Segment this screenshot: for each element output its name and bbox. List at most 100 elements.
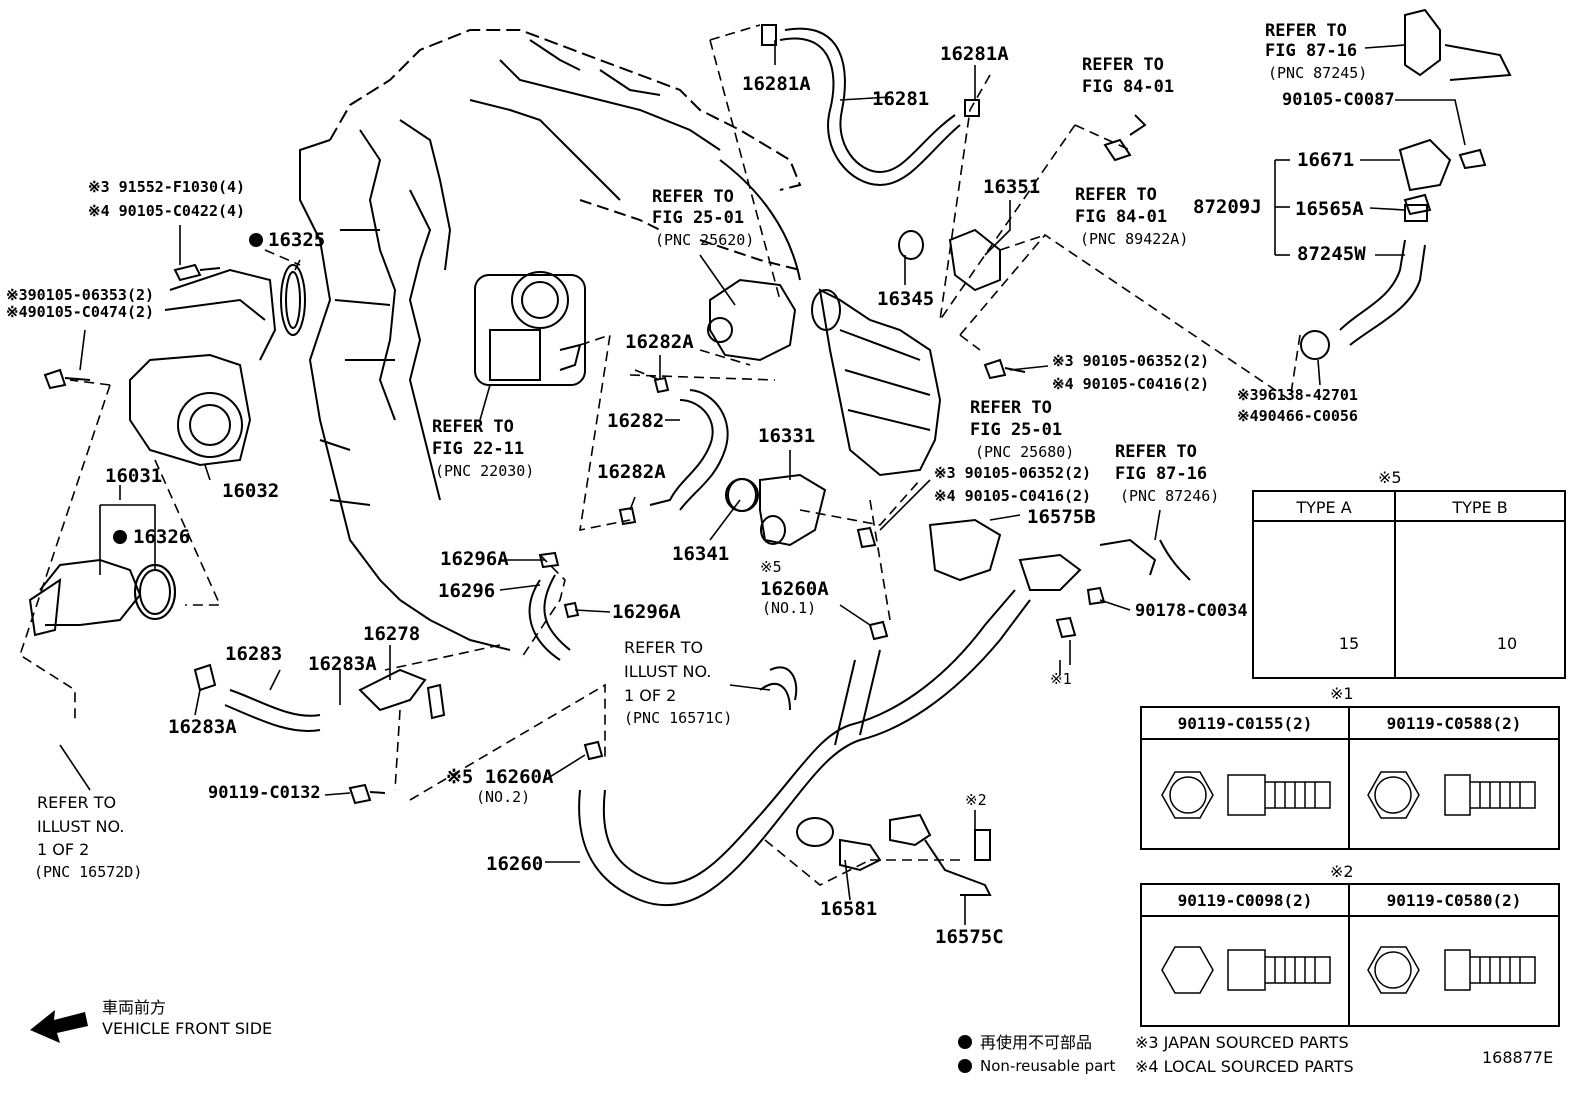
label-16296: 16296 xyxy=(438,580,496,602)
ref-fig8401b-line1: REFER TO xyxy=(1075,185,1157,205)
label-note4-90105-C0422: ※4 90105-C0422(4) xyxy=(88,202,246,220)
label-note1-mark: ※1 xyxy=(1050,670,1072,688)
table-bolts-note2: 90119-C0098(2) 90119-C0580(2) xyxy=(1140,883,1560,1027)
water-inlet-housing-drawing xyxy=(129,264,306,467)
table5-type-a: TYPE A xyxy=(1296,498,1352,517)
label-16565A: 16565A xyxy=(1295,198,1364,220)
table1-mark: ※1 xyxy=(1330,684,1354,703)
label-16331: 16331 xyxy=(758,425,816,447)
ref-illust-b-line3: 1 OF 2 xyxy=(37,840,90,859)
ref-illust-b-line2: ILLUST NO. xyxy=(37,817,125,836)
ref-illust-a-line2: ILLUST NO. xyxy=(624,662,712,681)
ref-illust-b-line4: (PNC 16572D) xyxy=(34,863,143,881)
label-16283: 16283 xyxy=(225,643,283,665)
label-16351: 16351 xyxy=(983,176,1041,198)
label-no1: (NO.1) xyxy=(762,599,817,617)
label-note4-90466: ※490466-C0056 xyxy=(1237,407,1358,425)
label-16296A-right: 16296A xyxy=(612,601,681,623)
vehicle-front-arrow xyxy=(30,1010,88,1043)
label-90178-C0034: 90178-C0034 xyxy=(1135,601,1248,621)
ref-fig8401b-line2: FIG 84-01 xyxy=(1075,207,1168,227)
label-16581: 16581 xyxy=(820,898,878,920)
label-16260A-no1: 16260A xyxy=(760,578,829,600)
ref-illust-a-line4: (PNC 16571C) xyxy=(624,709,733,727)
bolt-detail-drawings xyxy=(1161,771,1536,994)
ref-fig2211-line2: FIG 22-11 xyxy=(432,439,525,459)
vehicle-front-jp: 車両前方 xyxy=(102,998,167,1017)
ref-fig8401b-line3: (PNC 89422A) xyxy=(1080,230,1189,248)
table5-type-b: TYPE B xyxy=(1452,498,1508,517)
ref-fig8716a-line3: (PNC 87245) xyxy=(1268,64,1368,82)
label-note5-mark: ※5 xyxy=(760,558,782,576)
label-16671: 16671 xyxy=(1297,149,1355,171)
label-16032: 16032 xyxy=(222,480,280,502)
label-16341: 16341 xyxy=(672,543,730,565)
legend-note3: ※3 JAPAN SOURCED PARTS xyxy=(1135,1033,1349,1052)
label-16281: 16281 xyxy=(872,88,930,110)
table5-mark: ※5 xyxy=(1378,468,1402,487)
label-note3-91552: ※3 91552-F1030(4) xyxy=(88,178,246,196)
label-16283A-top: 16283A xyxy=(308,653,377,675)
ref-illust-b-line1: REFER TO xyxy=(37,793,117,812)
ref-fig8401-line2: FIG 84-01 xyxy=(1082,77,1175,97)
ref-illust-a-line3: 1 OF 2 xyxy=(624,686,677,705)
hose-16260-drawing xyxy=(578,589,1031,907)
throttle-body-drawing xyxy=(474,271,586,386)
label-16326: 16326 xyxy=(133,526,191,548)
bracket-16575b-drawing xyxy=(928,518,1191,591)
legend-note4: ※4 LOCAL SOURCED PARTS xyxy=(1135,1057,1354,1076)
ref-fig2211-line3: (PNC 22030) xyxy=(435,462,535,480)
vehicle-front-en: VEHICLE FRONT SIDE xyxy=(102,1019,273,1038)
table2-col1: 90119-C0098(2) xyxy=(1177,891,1313,910)
hose-16281-drawing xyxy=(761,24,980,187)
label-87245W: 87245W xyxy=(1297,243,1366,265)
ref-fig8716a-line1: REFER TO xyxy=(1265,21,1347,41)
label-16281A-top: 16281A xyxy=(742,73,811,95)
ref-fig8716b-line1: REFER TO xyxy=(1115,442,1197,462)
engine-block-drawing xyxy=(299,29,802,651)
ref-illust-a-line1: REFER TO xyxy=(624,638,704,657)
label-16345: 16345 xyxy=(877,288,935,310)
egr-cooler-drawing xyxy=(811,288,942,477)
ref-fig8716a-line2: FIG 87-16 xyxy=(1265,41,1358,61)
label-note3-90105-06352-b: ※3 90105-06352(2) xyxy=(934,464,1092,482)
ref-fig2501b-line2: FIG 25-01 xyxy=(970,420,1063,440)
label-16031: 16031 xyxy=(105,465,163,487)
ref-fig2501a-line1: REFER TO xyxy=(652,187,734,207)
bolts-drawing xyxy=(43,114,1487,805)
label-note3-90105-06352-a: ※3 90105-06352(2) xyxy=(1052,352,1210,370)
clamp-sensor-drawing xyxy=(796,813,992,896)
dashed-leaders xyxy=(19,24,1301,886)
ref-fig2501a-line2: FIG 25-01 xyxy=(652,208,745,228)
ref-fig8716b-line2: FIG 87-16 xyxy=(1115,464,1208,484)
label-16325: 16325 xyxy=(268,229,326,251)
label-16575C: 16575C xyxy=(935,926,1004,948)
table2-mark: ※2 xyxy=(1330,862,1354,881)
table2-col2: 90119-C0580(2) xyxy=(1386,891,1522,910)
label-90105-C0087: 90105-C0087 xyxy=(1282,90,1395,110)
label-16278: 16278 xyxy=(363,623,421,645)
legend-non-reusable-jp: 再使用不可部品 xyxy=(980,1033,1093,1052)
label-note5-16260A-no2: ※5 16260A xyxy=(446,766,554,788)
ref-fig2211-line1: REFER TO xyxy=(432,417,514,437)
label-16282A-top: 16282A xyxy=(625,331,694,353)
table1-col1: 90119-C0155(2) xyxy=(1177,714,1313,733)
label-no2: (NO.2) xyxy=(476,788,531,806)
table-bolts-note1: 90119-C0155(2) 90119-C0588(2) xyxy=(1140,706,1560,850)
non-reusable-dots xyxy=(113,233,972,1073)
table5-dim-a: 15 xyxy=(1338,634,1360,653)
ref-fig2501b-line3: (PNC 25680) xyxy=(975,443,1075,461)
ref-fig8401-line1: REFER TO xyxy=(1082,55,1164,75)
water-outlet-drawing xyxy=(28,558,176,637)
table-clip-types: TYPE A TYPE B 15 10 xyxy=(1252,490,1566,679)
label-16296A-top: 16296A xyxy=(440,548,509,570)
solid-leaders xyxy=(59,40,1466,925)
label-note4-90105-C0474: ※490105-C0474(2) xyxy=(6,303,155,321)
label-16281A-right: 16281A xyxy=(940,43,1009,65)
label-16282A-bottom: 16282A xyxy=(597,461,666,483)
ref-fig2501a-line3: (PNC 25620) xyxy=(655,231,755,249)
gaskets xyxy=(134,478,757,620)
label-note2-mark: ※2 xyxy=(965,791,987,809)
